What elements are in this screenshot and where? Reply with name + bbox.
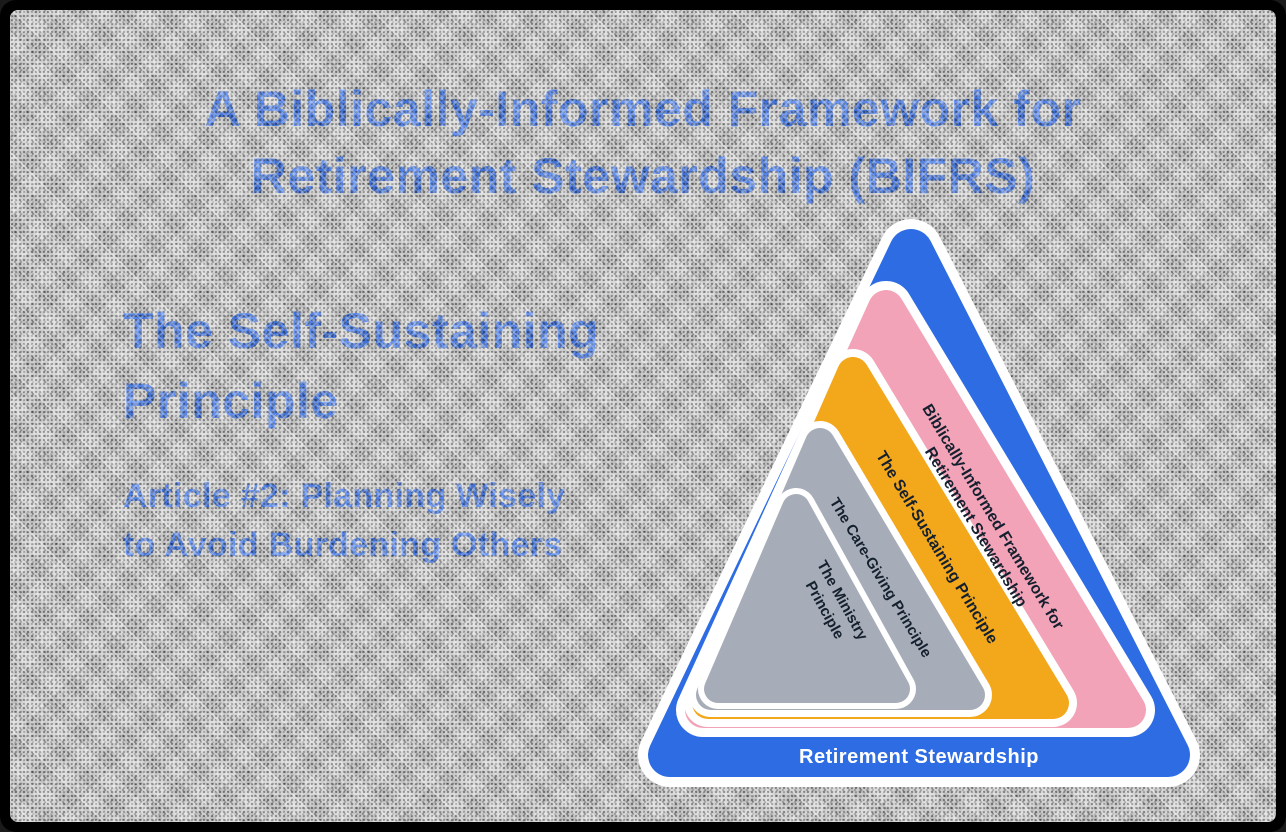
nested-triangle-diagram: Biblically-Informed Framework for Retire… [628,213,1210,795]
triangle-diagram-svg: Biblically-Informed Framework for Retire… [638,219,1200,787]
page-title-line2: Retirement Stewardship (BIFRS) [250,148,1036,204]
slide-canvas: A Biblically-Informed Framework for Reti… [10,10,1276,822]
page-title-line1: A Biblically-Informed Framework for [204,81,1082,137]
retirement-stewardship-label: Retirement Stewardship [799,746,1039,768]
page-title: A Biblically-Informed Framework for Reti… [10,76,1276,210]
